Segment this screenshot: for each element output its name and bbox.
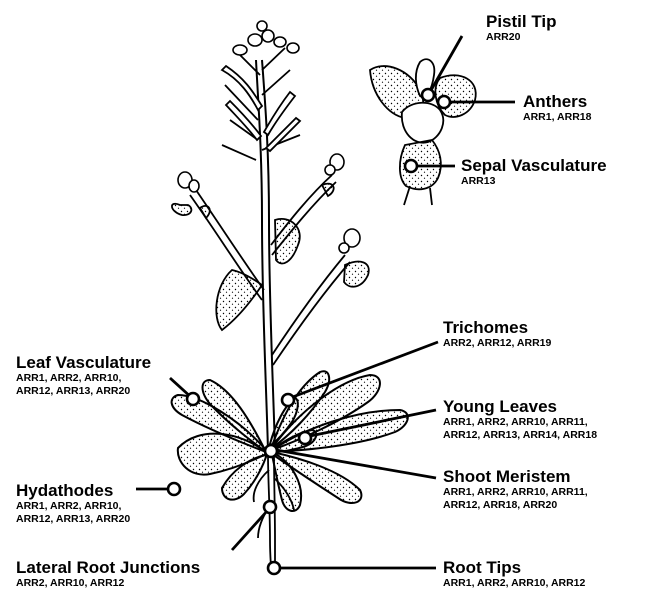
label-lateral-root-junctions: Lateral Root Junctions ARR2, ARR10, ARR1… xyxy=(16,558,200,590)
label-title: Hydathodes xyxy=(16,481,130,500)
label-title: Root Tips xyxy=(443,558,585,577)
label-title: Leaf Vasculature xyxy=(16,353,151,372)
marker-sepal-vasculature xyxy=(405,160,417,172)
label-anthers: Anthers ARR1, ARR18 xyxy=(523,92,591,124)
label-title: Young Leaves xyxy=(443,397,597,416)
flower-inset xyxy=(370,59,476,205)
marker-leaf-vasculature xyxy=(187,393,199,405)
label-genes: ARR1, ARR2, ARR10, xyxy=(16,500,130,513)
label-title: Lateral Root Junctions xyxy=(16,558,200,577)
label-title: Anthers xyxy=(523,92,591,111)
label-genes: ARR12, ARR18, ARR20 xyxy=(443,499,588,512)
label-leaf-vasculature: Leaf Vasculature ARR1, ARR2, ARR10, ARR1… xyxy=(16,353,151,398)
label-genes: ARR2, ARR12, ARR19 xyxy=(443,337,551,350)
marker-young-leaves xyxy=(299,432,311,444)
label-genes: ARR2, ARR10, ARR12 xyxy=(16,577,200,590)
rosette-leaves xyxy=(172,371,408,511)
label-root-tips: Root Tips ARR1, ARR2, ARR10, ARR12 xyxy=(443,558,585,590)
label-title: Shoot Meristem xyxy=(443,467,588,486)
label-genes: ARR12, ARR13, ARR20 xyxy=(16,385,151,398)
label-hydathodes: Hydathodes ARR1, ARR2, ARR10, ARR12, ARR… xyxy=(16,481,130,526)
label-sepal-vasculature: Sepal Vasculature ARR13 xyxy=(461,156,607,188)
label-genes: ARR1, ARR2, ARR10, xyxy=(16,372,151,385)
marker-pistil-tip xyxy=(422,89,434,101)
label-title: Trichomes xyxy=(443,318,551,337)
label-genes: ARR12, ARR13, ARR14, ARR18 xyxy=(443,429,597,442)
label-genes: ARR20 xyxy=(486,31,557,44)
label-young-leaves: Young Leaves ARR1, ARR2, ARR10, ARR11, A… xyxy=(443,397,597,442)
marker-shoot-meristem xyxy=(265,445,277,457)
label-genes: ARR12, ARR13, ARR20 xyxy=(16,513,130,526)
label-title: Sepal Vasculature xyxy=(461,156,607,175)
label-genes: ARR1, ARR2, ARR10, ARR12 xyxy=(443,577,585,590)
label-genes: ARR1, ARR2, ARR10, ARR11, xyxy=(443,486,588,499)
label-genes: ARR1, ARR18 xyxy=(523,111,591,124)
label-title: Pistil Tip xyxy=(486,12,557,31)
expression-markers xyxy=(168,89,450,574)
label-genes: ARR1, ARR2, ARR10, ARR11, xyxy=(443,416,597,429)
label-shoot-meristem: Shoot Meristem ARR1, ARR2, ARR10, ARR11,… xyxy=(443,467,588,512)
label-genes: ARR13 xyxy=(461,175,607,188)
marker-hydathodes xyxy=(168,483,180,495)
marker-root-tips xyxy=(268,562,280,574)
marker-lateral-root-junctions xyxy=(264,501,276,513)
label-pistil-tip: Pistil Tip ARR20 xyxy=(486,12,557,44)
marker-anthers xyxy=(438,96,450,108)
label-trichomes: Trichomes ARR2, ARR12, ARR19 xyxy=(443,318,551,350)
marker-trichomes xyxy=(282,394,294,406)
